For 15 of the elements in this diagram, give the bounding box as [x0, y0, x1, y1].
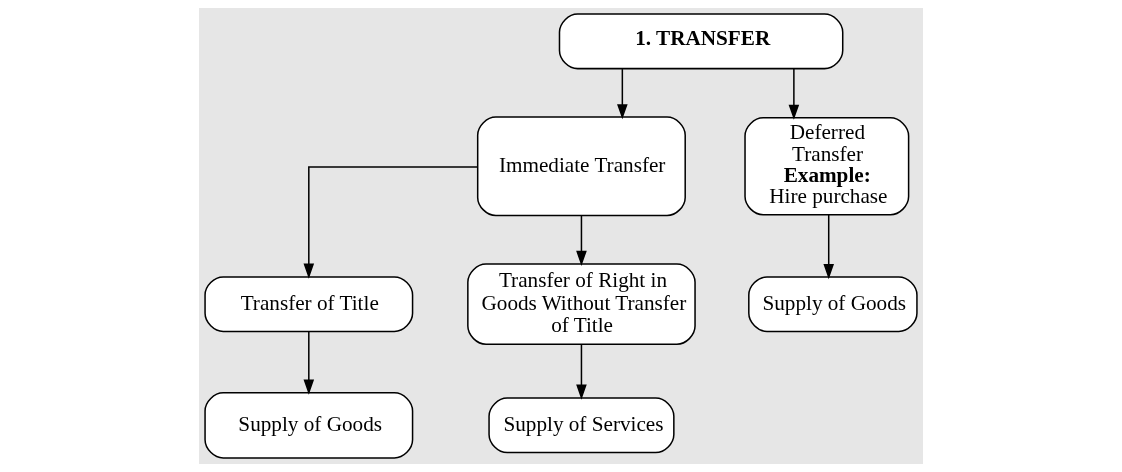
arrow: [576, 214, 587, 267]
node-box: Transfer of Right in Goods Without Transfer of Title: [467, 263, 696, 346]
node-box: 1. TRANSFER: [558, 13, 844, 70]
arrow: [617, 68, 628, 120]
arrow: [576, 343, 587, 400]
node-box: Supply of Goods: [204, 392, 414, 459]
node-box: Supply of Services: [488, 397, 675, 454]
node-box: Immediate Transfer: [476, 116, 686, 217]
node-box: Deferred Transfer Example: Hire purchase: [744, 117, 910, 216]
arrow: [303, 166, 479, 279]
node-box: Supply of Goods: [748, 276, 918, 333]
node-box: Transfer of Title: [204, 276, 414, 333]
arrow: [788, 68, 800, 120]
arrow: [823, 214, 834, 280]
arrow: [303, 330, 315, 395]
